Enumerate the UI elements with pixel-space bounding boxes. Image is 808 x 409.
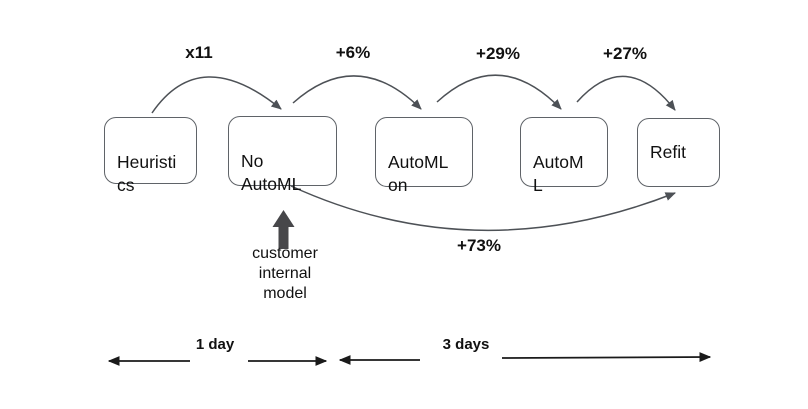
arc-automl-on-to-automl: [436, 74, 562, 110]
transition-label-plus6: +6%: [335, 43, 371, 62]
node-automl-on-label: AutoML on: [388, 152, 449, 195]
overall-transition-label-plus73: +73%: [457, 236, 501, 255]
node-no-automl-label: No AutoML: [241, 151, 302, 194]
node-refit: Refit: [637, 118, 720, 187]
node-heuristics-label: Heuristi cs: [117, 152, 177, 195]
node-refit-label: Refit: [650, 142, 686, 162]
arc-no-automl-to-refit-overall: [290, 185, 676, 232]
transition-label-plus29: +29%: [476, 44, 520, 63]
transition-label-x11: x11: [185, 43, 213, 62]
customer-internal-model-annotation: customer internal model: [252, 245, 318, 302]
node-heuristics: Heuristi cs: [104, 117, 197, 195]
customer-model-up-arrow-icon: [272, 210, 295, 249]
node-automl-label: AutoM L: [533, 152, 584, 195]
duration-3days-right-arrow: [501, 352, 712, 363]
node-no-automl: No AutoML: [228, 116, 337, 194]
arc-heuristics-to-no-automl: [151, 76, 282, 114]
node-automl-on: AutoML on: [375, 117, 473, 195]
node-automl: AutoM L: [520, 117, 608, 195]
arc-automl-to-refit: [576, 75, 676, 111]
duration-label-3-days: 3 days: [442, 336, 490, 353]
arc-no-automl-to-automl-on: [292, 75, 422, 110]
duration-label-1-day: 1 day: [195, 336, 235, 353]
transition-label-plus27: +27%: [603, 44, 647, 63]
